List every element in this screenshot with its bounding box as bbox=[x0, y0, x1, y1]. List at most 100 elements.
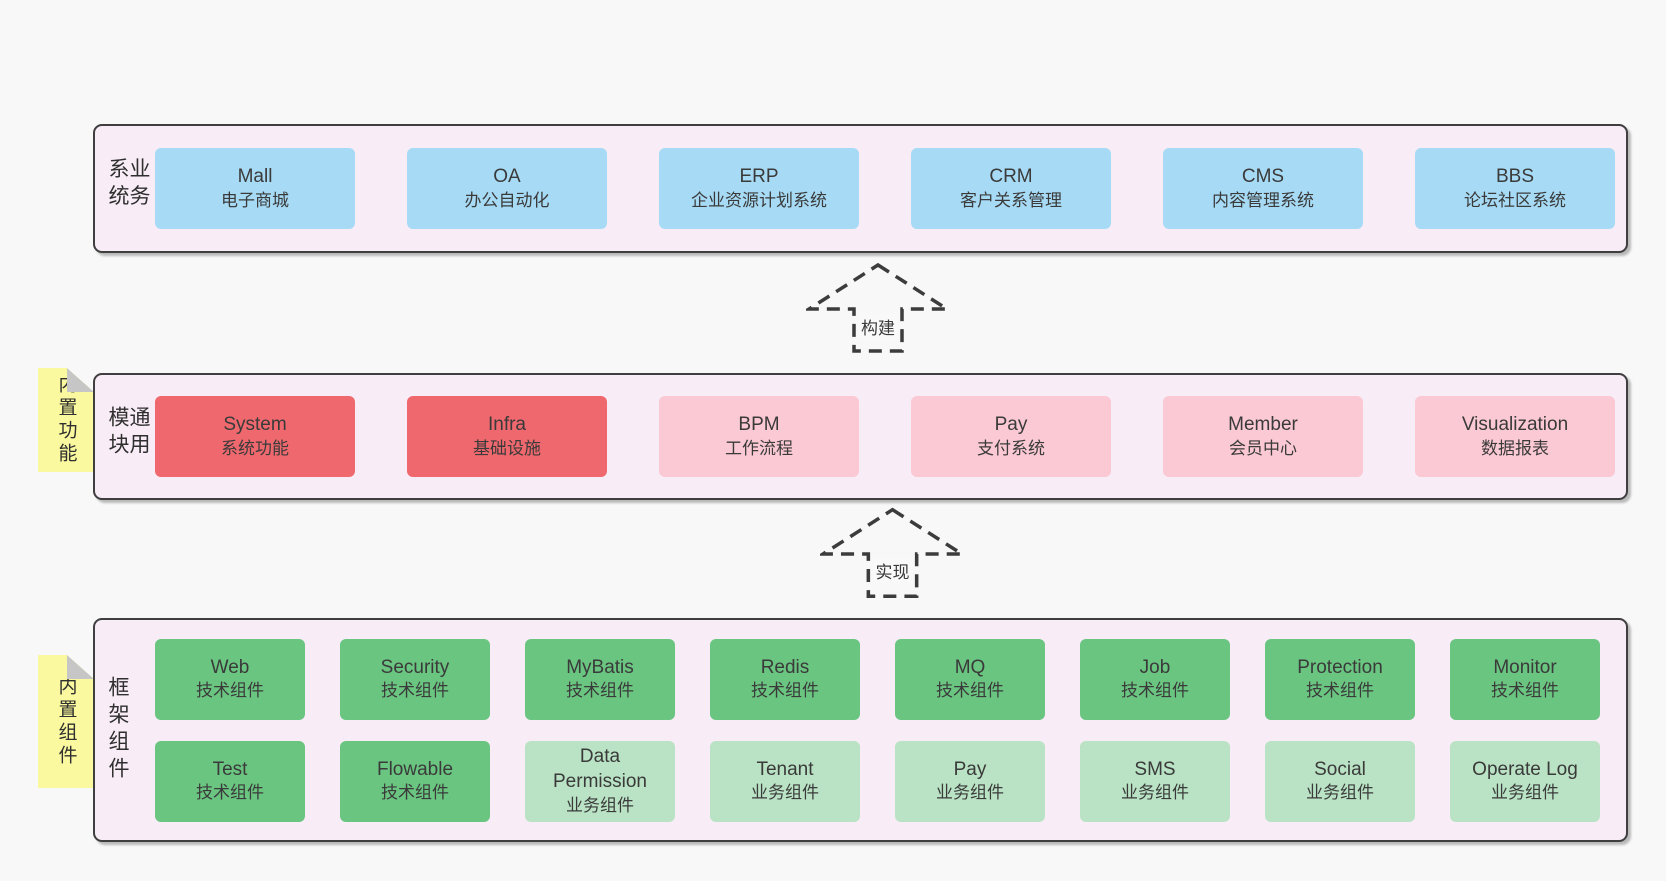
box-title: Tenant bbox=[756, 758, 814, 780]
business-box-row: Mall 电子商城 OA 办公自动化 ERP 企业资源计划系统 CRM 客户关系… bbox=[155, 148, 1615, 229]
box-pay-biz: Pay 业务组件 bbox=[895, 740, 1045, 822]
box-title: Visualization bbox=[1461, 414, 1569, 436]
box-subtitle: 基础设施 bbox=[473, 438, 541, 458]
build-arrow: 构建 bbox=[806, 262, 950, 354]
box-protection: Protection 技术组件 bbox=[1265, 638, 1415, 720]
box-pay: Pay 支付系统 bbox=[911, 396, 1111, 477]
box-subtitle: 会员中心 bbox=[1229, 438, 1297, 458]
box-subtitle: 业务组件 bbox=[1491, 783, 1559, 803]
box-title: OA bbox=[493, 166, 521, 188]
box-title: MyBatis bbox=[566, 656, 634, 678]
box-subtitle: 技术组件 bbox=[1121, 681, 1189, 701]
framework-grid: Web 技术组件 Security 技术组件 MyBatis 技术组件 Redi… bbox=[155, 638, 1600, 822]
box-title: Web bbox=[210, 656, 250, 678]
box-subtitle: 企业资源计划系统 bbox=[691, 190, 827, 210]
box-subtitle: 业务组件 bbox=[1306, 783, 1374, 803]
box-subtitle: 客户关系管理 bbox=[960, 190, 1062, 210]
builtin-features-note-label: 内置功能 bbox=[55, 374, 77, 466]
box-title: CRM bbox=[989, 166, 1033, 188]
box-monitor: Monitor 技术组件 bbox=[1450, 638, 1600, 720]
box-tenant: Tenant 业务组件 bbox=[710, 740, 860, 822]
box-subtitle: 技术组件 bbox=[1306, 681, 1374, 701]
framework-row-1: Web 技术组件 Security 技术组件 MyBatis 技术组件 Redi… bbox=[155, 638, 1600, 720]
box-test: Test 技术组件 bbox=[155, 740, 305, 822]
box-title: BBS bbox=[1495, 166, 1535, 188]
panel-business-label: 业务系统 bbox=[106, 157, 150, 212]
box-title: Redis bbox=[760, 656, 810, 678]
box-title: Protection bbox=[1297, 656, 1383, 678]
box-security: Security 技术组件 bbox=[340, 638, 490, 720]
box-title: Operate Log bbox=[1472, 758, 1578, 780]
framework-row-2: Test 技术组件 Flowable 技术组件 Data Permission … bbox=[155, 740, 1600, 822]
box-title: Infra bbox=[487, 414, 527, 436]
box-visualization: Visualization 数据报表 bbox=[1415, 396, 1615, 477]
panel-framework-components: 框架组件 Web 技术组件 Security 技术组件 MyBatis 技术组件… bbox=[93, 618, 1628, 842]
up-arrow-icon bbox=[806, 262, 950, 353]
note-fold-corner-icon bbox=[67, 655, 94, 679]
box-crm: CRM 客户关系管理 bbox=[911, 148, 1111, 229]
box-title: ERP bbox=[739, 166, 779, 188]
box-subtitle: 技术组件 bbox=[566, 681, 634, 701]
box-subtitle: 系统功能 bbox=[221, 438, 289, 458]
box-subtitle: 技术组件 bbox=[936, 681, 1004, 701]
box-title: MQ bbox=[954, 656, 986, 678]
box-subtitle: 业务组件 bbox=[566, 795, 634, 815]
box-title: Job bbox=[1139, 656, 1171, 678]
box-title: Pay bbox=[953, 758, 987, 780]
box-title: Monitor bbox=[1493, 656, 1557, 678]
box-infra: Infra 基础设施 bbox=[407, 396, 607, 477]
box-mybatis: MyBatis 技术组件 bbox=[525, 638, 675, 720]
box-title: Member bbox=[1228, 414, 1298, 436]
box-social: Social 业务组件 bbox=[1265, 740, 1415, 822]
box-subtitle: 办公自动化 bbox=[464, 190, 550, 210]
box-subtitle: 技术组件 bbox=[381, 681, 449, 701]
box-subtitle: 工作流程 bbox=[725, 438, 793, 458]
up-arrow-icon bbox=[820, 507, 965, 599]
box-subtitle: 技术组件 bbox=[381, 783, 449, 803]
box-system: System 系统功能 bbox=[155, 396, 355, 477]
box-title: Social bbox=[1314, 758, 1366, 780]
box-subtitle: 数据报表 bbox=[1481, 438, 1549, 458]
box-mall: Mall 电子商城 bbox=[155, 148, 355, 229]
box-web: Web 技术组件 bbox=[155, 638, 305, 720]
box-title: SMS bbox=[1134, 758, 1176, 780]
box-sms: SMS 业务组件 bbox=[1080, 740, 1230, 822]
box-oa: OA 办公自动化 bbox=[407, 148, 607, 229]
build-arrow-label: 构建 bbox=[858, 314, 898, 339]
box-subtitle: 电子商城 bbox=[221, 190, 289, 210]
box-subtitle: 技术组件 bbox=[751, 681, 819, 701]
box-subtitle: 业务组件 bbox=[936, 783, 1004, 803]
implement-arrow-label: 实现 bbox=[872, 558, 913, 583]
box-title: Mall bbox=[237, 166, 273, 188]
note-fold-corner-icon bbox=[67, 368, 94, 392]
box-title: System bbox=[223, 414, 287, 436]
box-title: Flowable bbox=[376, 758, 454, 780]
box-subtitle: 技术组件 bbox=[1491, 681, 1559, 701]
builtin-components-note: 内置组件 bbox=[38, 655, 94, 788]
box-bbs: BBS 论坛社区系统 bbox=[1415, 148, 1615, 229]
box-title: Security bbox=[380, 656, 450, 678]
box-subtitle: 业务组件 bbox=[1121, 783, 1189, 803]
box-subtitle: 业务组件 bbox=[751, 783, 819, 803]
box-cms: CMS 内容管理系统 bbox=[1163, 148, 1363, 229]
builtin-components-note-label: 内置组件 bbox=[55, 675, 77, 768]
box-title: Pay bbox=[994, 414, 1028, 436]
box-subtitle: 技术组件 bbox=[196, 783, 264, 803]
box-subtitle: 支付系统 bbox=[977, 438, 1045, 458]
box-title: CMS bbox=[1241, 166, 1285, 188]
panel-framework-label: 框架组件 bbox=[106, 676, 129, 784]
box-bpm: BPM 工作流程 bbox=[659, 396, 859, 477]
box-title: BPM bbox=[738, 414, 780, 436]
box-subtitle: 技术组件 bbox=[196, 681, 264, 701]
box-subtitle: 内容管理系统 bbox=[1212, 190, 1314, 210]
box-mq: MQ 技术组件 bbox=[895, 638, 1045, 720]
panel-modules-label: 通用模块 bbox=[106, 405, 150, 460]
box-subtitle: 论坛社区系统 bbox=[1464, 190, 1566, 210]
box-operate-log: Operate Log 业务组件 bbox=[1450, 740, 1600, 822]
box-job: Job 技术组件 bbox=[1080, 638, 1230, 720]
builtin-features-note: 内置功能 bbox=[38, 368, 94, 472]
box-member: Member 会员中心 bbox=[1163, 396, 1363, 477]
modules-box-row: System 系统功能 Infra 基础设施 BPM 工作流程 Pay 支付系统… bbox=[155, 396, 1615, 477]
box-title: Test bbox=[212, 758, 248, 780]
panel-common-modules: 通用模块 System 系统功能 Infra 基础设施 BPM 工作流程 Pay… bbox=[93, 373, 1628, 500]
